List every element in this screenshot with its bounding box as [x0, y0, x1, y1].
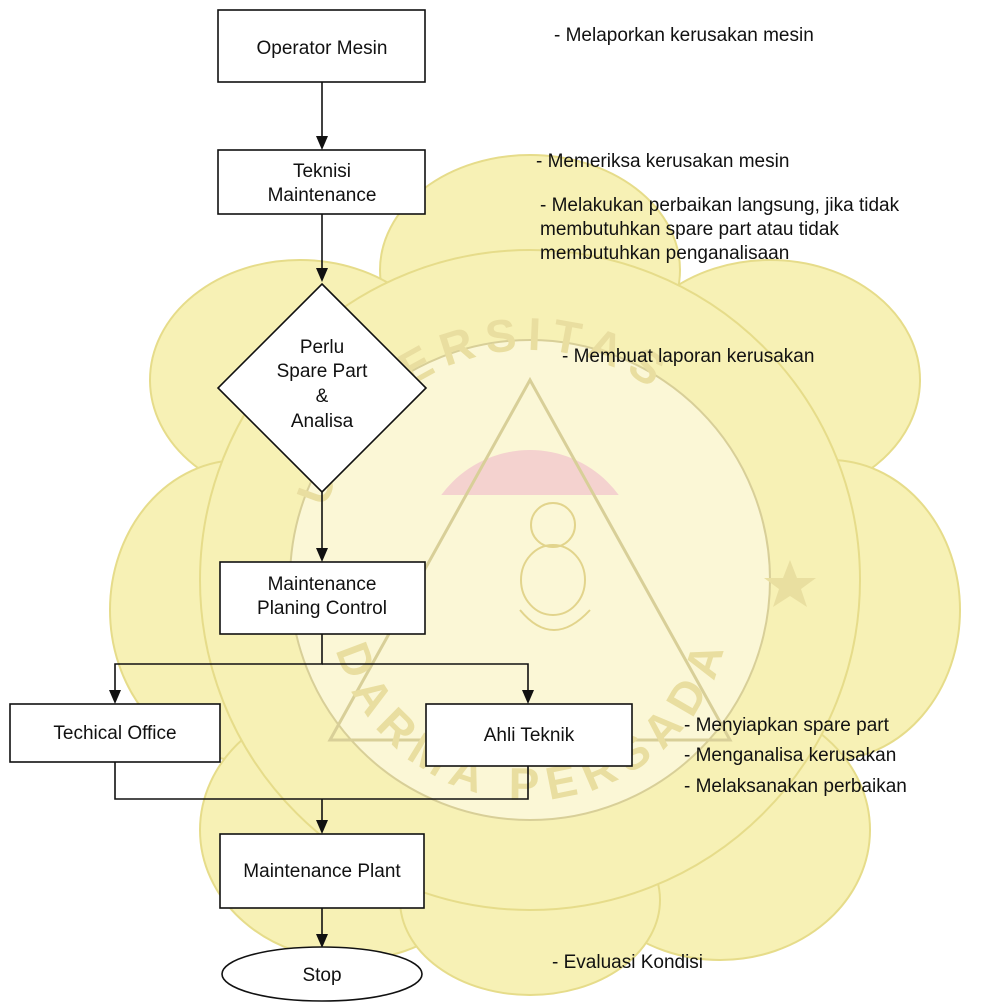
node-maintenance-planing-control: Maintenance Planing Control	[219, 561, 426, 635]
note-melakukan-line1: - Melakukan perbaikan langsung, jika tid…	[540, 195, 900, 216]
node-techical-office: Techical Office	[9, 703, 221, 763]
node-decision-line2: Spare Part	[277, 361, 369, 382]
note-membuat-laporan: - Membuat laporan kerusakan	[562, 346, 814, 367]
note-melaporkan: - Melaporkan kerusakan mesin	[554, 25, 814, 46]
node-teknisi-line1: Teknisi	[293, 161, 351, 182]
note-melakukan-line3: membutuhkan penganalisaan	[540, 243, 789, 264]
node-teknisi-maintenance: Teknisi Maintenance	[217, 149, 426, 215]
node-decision-line1: Perlu	[300, 337, 344, 358]
node-stop: Stop	[221, 946, 423, 1002]
node-ahli-teknik-label: Ahli Teknik	[484, 725, 575, 746]
note-menganalisa: - Menganalisa kerusakan	[684, 745, 896, 766]
node-operator-mesin-label: Operator Mesin	[257, 38, 388, 59]
note-evaluasi: - Evaluasi Kondisi	[552, 952, 703, 973]
node-decision-line4: Analisa	[291, 411, 354, 432]
edges	[109, 82, 534, 948]
seal-emblem-icon	[519, 502, 591, 631]
node-stop-label: Stop	[302, 965, 341, 986]
note-memeriksa: - Memeriksa kerusakan mesin	[536, 151, 789, 172]
note-menyiapkan: - Menyiapkan spare part	[684, 715, 890, 736]
node-maintenance-plant-label: Maintenance Plant	[243, 861, 401, 882]
node-maintenance-plant: Maintenance Plant	[219, 833, 425, 909]
note-melaksanakan: - Melaksanakan perbaikan	[684, 776, 907, 797]
node-teknisi-line2: Maintenance	[268, 185, 377, 206]
node-decision: Perlu Spare Part & Analisa	[216, 282, 428, 494]
node-decision-line3: &	[316, 386, 329, 407]
node-techical-office-label: Techical Office	[53, 723, 176, 744]
node-mpc-line1: Maintenance	[268, 574, 377, 595]
note-melakukan-line2: membutuhkan spare part atau tidak	[540, 219, 839, 240]
side-notes: - Melaporkan kerusakan mesin - Memeriksa…	[536, 25, 907, 973]
node-mpc-line2: Planing Control	[257, 598, 387, 619]
seal-star-icon	[764, 560, 816, 607]
node-ahli-teknik: Ahli Teknik	[425, 703, 633, 767]
node-operator-mesin: Operator Mesin	[217, 9, 426, 83]
